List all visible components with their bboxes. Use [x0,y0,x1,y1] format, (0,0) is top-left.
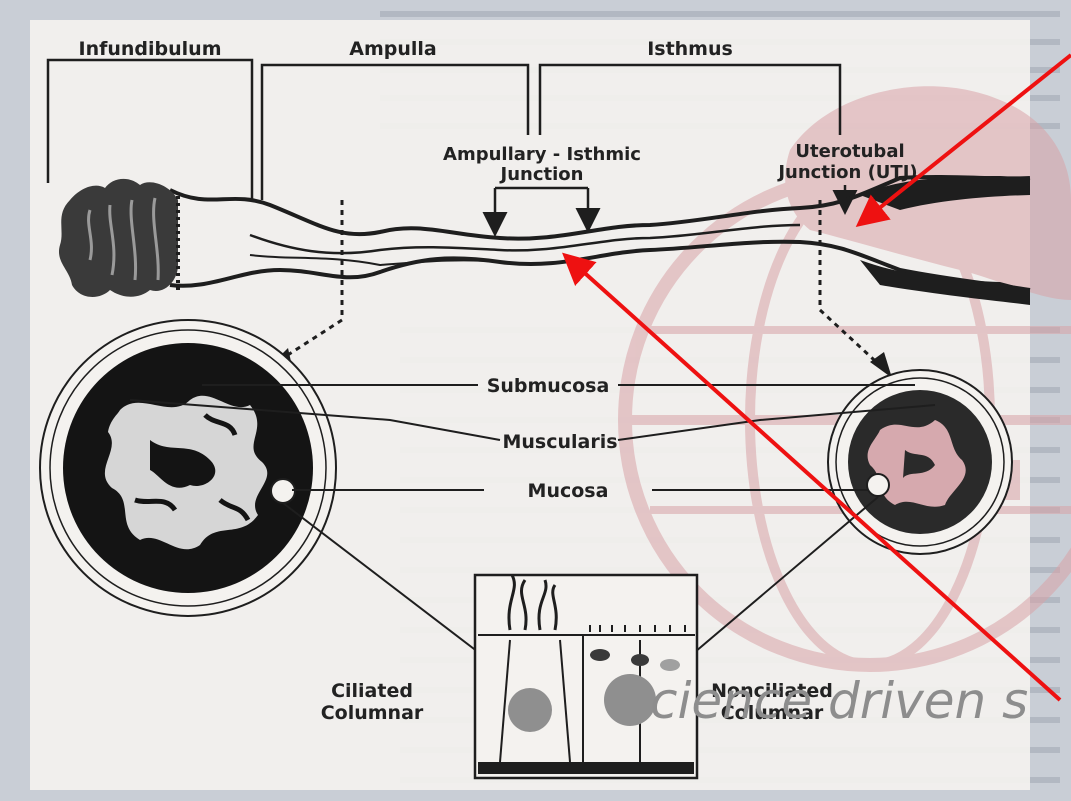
label-submucosa: Submucosa [487,375,610,397]
label-mucosa: Mucosa [528,480,609,502]
label-isthmus: Isthmus [647,38,733,60]
label-ampulla: Ampulla [349,38,436,60]
label-uterotubal-1: Uterotubal [795,141,904,162]
label-muscularis: Muscularis [502,431,617,453]
watermark-text: cience driven s [650,672,1028,730]
label-infundibulum: Infundibulum [79,38,222,60]
label-ciliated-2: Columnar [321,702,424,724]
ampulla-cross-section [40,320,336,616]
isthmus-cross-section [828,370,1012,554]
label-ampullary-isthmic-1: Ampullary - Isthmic [443,144,641,165]
infundibulum-fimbriae [59,179,178,297]
label-ampullary-isthmic-2: Junction [499,164,584,185]
label-ciliated-1: Ciliated [331,680,413,702]
